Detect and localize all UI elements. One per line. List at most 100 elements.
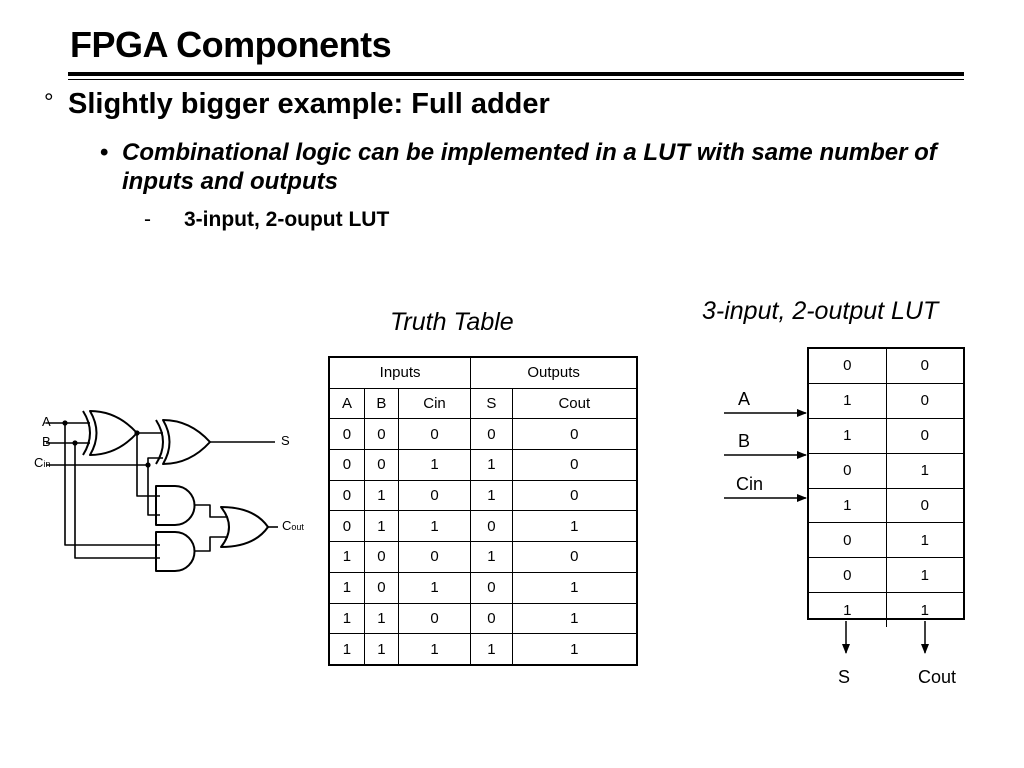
circuit-wires (46, 422, 278, 559)
table-cell: 1 (470, 449, 513, 481)
column-header-b: B (363, 387, 399, 420)
lut-cell: 0 (885, 418, 964, 453)
lut-input-label-b: B (738, 431, 751, 451)
lut-cell: 0 (885, 349, 964, 383)
bullet-text: Combinational logic can be implemented i… (122, 139, 937, 195)
table-cell: 1 (511, 602, 638, 635)
lut-cell: 0 (843, 357, 852, 375)
table-cell: 1 (328, 571, 365, 604)
xor-gate-2 (155, 419, 211, 465)
lut-cell: 1 (885, 558, 964, 593)
column-header-s: S (470, 387, 513, 420)
lut-arrows (724, 409, 929, 654)
column-header-cin: Cin (397, 387, 472, 420)
inputs-group-header: Inputs (328, 356, 472, 389)
table-cell: 1 (328, 602, 365, 635)
column-header-a: A (328, 387, 365, 420)
circuit-input-label-cin: Cin (34, 455, 51, 470)
lut-cell: 1 (885, 523, 964, 558)
table-cell: 0 (328, 418, 365, 451)
table-cell: 1 (363, 633, 399, 666)
table-cell: 0 (363, 449, 399, 481)
table-cell: 1 (470, 633, 513, 666)
xor-gate-1 (82, 410, 138, 456)
bullet-level-1: °Slightly bigger example: Full adder (44, 88, 550, 121)
table-cell: 1 (470, 479, 513, 512)
table-cell: 1 (397, 449, 472, 481)
lut-cell: 1 (843, 392, 852, 410)
table-cell: 1 (511, 510, 638, 543)
table-cell: 0 (397, 541, 472, 573)
table-cell: 0 (511, 418, 638, 451)
or-gate (220, 506, 269, 548)
table-cell: 0 (511, 449, 638, 481)
lut-input-label-cin: Cin (736, 474, 764, 494)
bullet-marker: • (100, 139, 109, 166)
table-cell: 1 (397, 633, 472, 666)
column-header-cout: Cout (511, 387, 638, 420)
lut-input-label-a: A (738, 389, 751, 409)
lut-cell: 0 (885, 488, 964, 523)
table-cell: 1 (363, 602, 399, 635)
outputs-group-header: Outputs (470, 356, 638, 389)
lut-cell: 1 (843, 427, 852, 445)
lut-output-label-s: S (838, 667, 851, 687)
truth-table-caption: Truth Table (390, 308, 514, 336)
and-gate-1 (155, 485, 196, 526)
lut-cell: 1 (885, 453, 964, 488)
table-cell: 0 (470, 418, 513, 451)
lut-cell: 1 (843, 601, 852, 619)
lut-cell: 0 (885, 383, 964, 418)
slide-title: FPGA Components (70, 24, 392, 65)
lut-cell: 1 (885, 593, 964, 628)
truth-table-group-header-row: Inputs Outputs (328, 356, 638, 389)
bullet-marker: - (144, 208, 151, 231)
table-cell: 0 (328, 479, 365, 512)
lut-cell: 1 (843, 497, 852, 514)
lut-cell: 0 (843, 462, 852, 480)
lut-output-label-cout: Cout (918, 667, 957, 687)
full-adder-circuit (46, 410, 278, 572)
table-cell: 0 (511, 479, 638, 512)
lut-cell: 0 (843, 566, 852, 584)
bullet-text: 3-input, 2-ouput LUT (184, 208, 390, 231)
table-cell: 1 (470, 541, 513, 573)
table-cell: 1 (511, 633, 638, 666)
circuit-input-label-a: A (42, 414, 51, 429)
circuit-output-label-s: S (281, 433, 290, 448)
circuit-input-label-b: B (42, 434, 51, 449)
and-gate-2 (155, 531, 196, 572)
table-cell: 0 (328, 449, 365, 481)
table-cell: 1 (328, 633, 365, 666)
circuit-output-label-cout: Cout (282, 518, 304, 533)
table-cell: 0 (363, 571, 399, 604)
bullet-level-3: - 3-input, 2-ouput LUT (144, 208, 389, 232)
truth-table-column-header-row: A B Cin S Cout (328, 387, 638, 420)
bullet-text: Slightly bigger example: Full adder (68, 88, 550, 120)
table-cell: 0 (397, 602, 472, 635)
junction-dots (62, 420, 151, 468)
table-cell: 0 (397, 418, 472, 451)
table-cell: 1 (363, 510, 399, 543)
lut-caption: 3-input, 2-output LUT (702, 297, 939, 325)
title-rule-thin (68, 79, 964, 80)
table-cell: 0 (363, 418, 399, 451)
bullet-level-2: • Combinational logic can be implemented… (100, 138, 980, 196)
table-cell: 1 (328, 541, 365, 573)
table-cell: 0 (470, 510, 513, 543)
